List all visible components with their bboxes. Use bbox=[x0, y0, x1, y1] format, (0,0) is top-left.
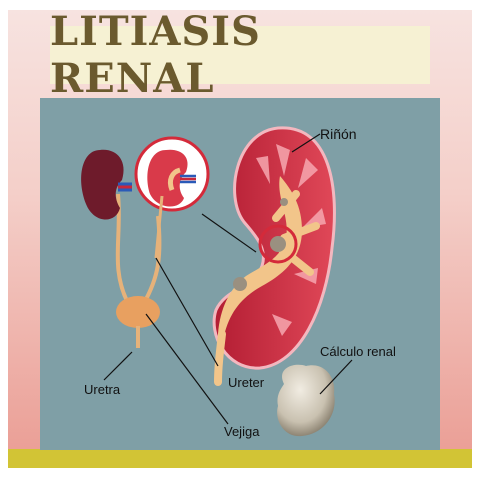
stone-in-calyx bbox=[233, 277, 247, 291]
label-uretra: Uretra bbox=[84, 382, 121, 397]
bottom-band bbox=[8, 449, 472, 468]
large-ureter bbox=[214, 330, 226, 386]
calculo-leader bbox=[319, 359, 353, 395]
stone-in-pelvis bbox=[270, 236, 286, 252]
kidney-section-zoom bbox=[134, 136, 210, 259]
bladder bbox=[116, 296, 160, 328]
ureter-leader bbox=[155, 257, 219, 367]
label-ureter: Ureter bbox=[228, 375, 265, 390]
zoom-to-kidney-line bbox=[201, 213, 257, 253]
urinary-system-small bbox=[81, 149, 162, 348]
uretra-leader bbox=[103, 351, 133, 381]
kidney-illustration bbox=[81, 126, 353, 437]
kidney-stone bbox=[277, 364, 335, 437]
rinon-leader bbox=[291, 133, 321, 153]
label-rinon: Riñón bbox=[320, 126, 357, 142]
left-ureter bbox=[115, 193, 130, 304]
label-vejiga: Vejiga bbox=[224, 424, 260, 439]
large-kidney-section bbox=[212, 126, 336, 386]
stone-highlight-circle bbox=[258, 224, 298, 264]
label-calculo-renal: Cálculo renal bbox=[320, 344, 396, 359]
vejiga-leader bbox=[145, 313, 229, 425]
page-title: LITIASIS RENAL bbox=[50, 8, 261, 102]
title-banner: LITIASIS RENAL bbox=[50, 8, 430, 102]
renal-vessels-blue bbox=[118, 182, 132, 192]
small-kidney bbox=[81, 149, 124, 220]
